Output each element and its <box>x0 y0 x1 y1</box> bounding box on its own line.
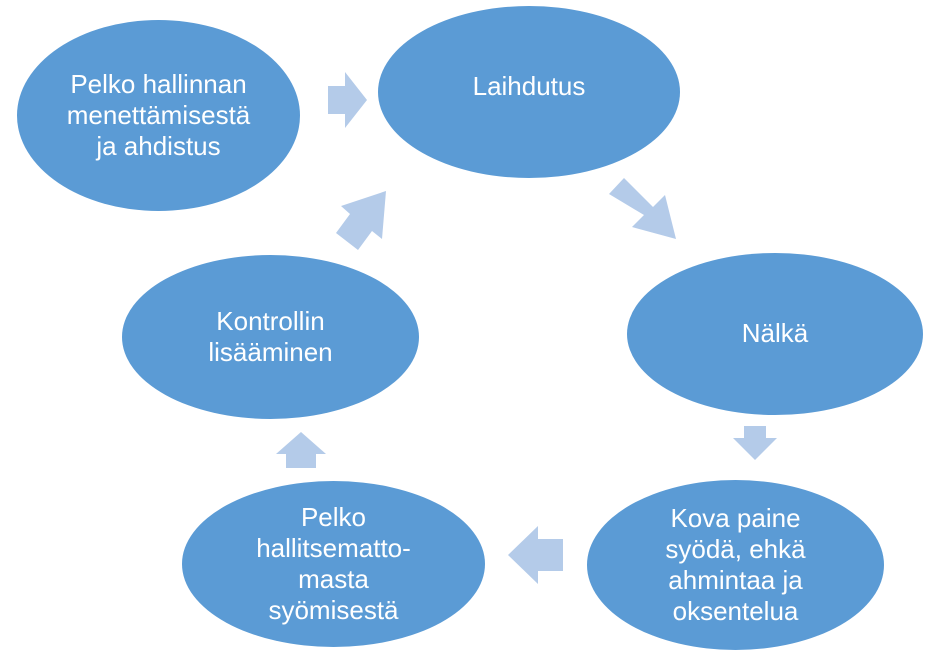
node-pressure-to-eat: Kova paine syödä, ehkä ahmintaa ja oksen… <box>587 480 884 650</box>
node-label: Pelko hallitsematto- masta syömisestä <box>256 502 411 627</box>
node-label-line: oksentelua <box>672 596 799 627</box>
node-label: Laihdutus <box>473 71 586 102</box>
arrow-fear-to-control <box>276 432 326 468</box>
node-fear-loss-of-control: Pelko hallinnan menettämisestä ja ahdist… <box>17 20 300 211</box>
node-label-line: ja ahdistus <box>96 131 221 162</box>
node-label-line: hallitsematto- <box>256 532 411 563</box>
arrow-control-to-weightloss <box>336 191 386 250</box>
arrow-weightloss-to-hunger <box>609 178 676 239</box>
node-label: Pelko hallinnan menettämisestä ja ahdist… <box>67 69 251 163</box>
node-label-line: Kova paine <box>670 502 801 533</box>
node-label-line: lisääminen <box>208 337 333 367</box>
arrow-pressure-to-fear <box>508 526 563 584</box>
node-label-line: Laihdutus <box>472 71 586 102</box>
node-fear-uncontrolled-eating: Pelko hallitsematto- masta syömisestä <box>182 481 485 647</box>
node-label-line: ahmintaa ja <box>668 565 803 595</box>
node-label-line: Kontrollin <box>216 305 325 336</box>
node-hunger: Nälkä <box>627 253 923 415</box>
node-label: Kova paine syödä, ehkä ahmintaa ja oksen… <box>665 503 805 628</box>
node-label-line: syömisestä <box>268 595 399 626</box>
arrow-fear-to-weightloss <box>328 72 367 128</box>
node-increasing-control: Kontrollin lisääminen <box>122 255 419 419</box>
node-label-line: syödä, ehkä <box>665 533 806 564</box>
node-label-line: Pelko hallinnan <box>70 68 247 99</box>
node-label: Nälkä <box>742 318 808 349</box>
node-label-line: menettämisestä <box>66 99 251 130</box>
arrow-hunger-to-pressure <box>733 426 777 460</box>
node-weight-loss: Laihdutus <box>378 6 680 178</box>
node-label-line: Nälkä <box>741 318 809 349</box>
node-label: Kontrollin lisääminen <box>208 306 332 368</box>
node-label-line: Pelko <box>300 501 367 532</box>
node-label-line: masta <box>298 564 369 594</box>
